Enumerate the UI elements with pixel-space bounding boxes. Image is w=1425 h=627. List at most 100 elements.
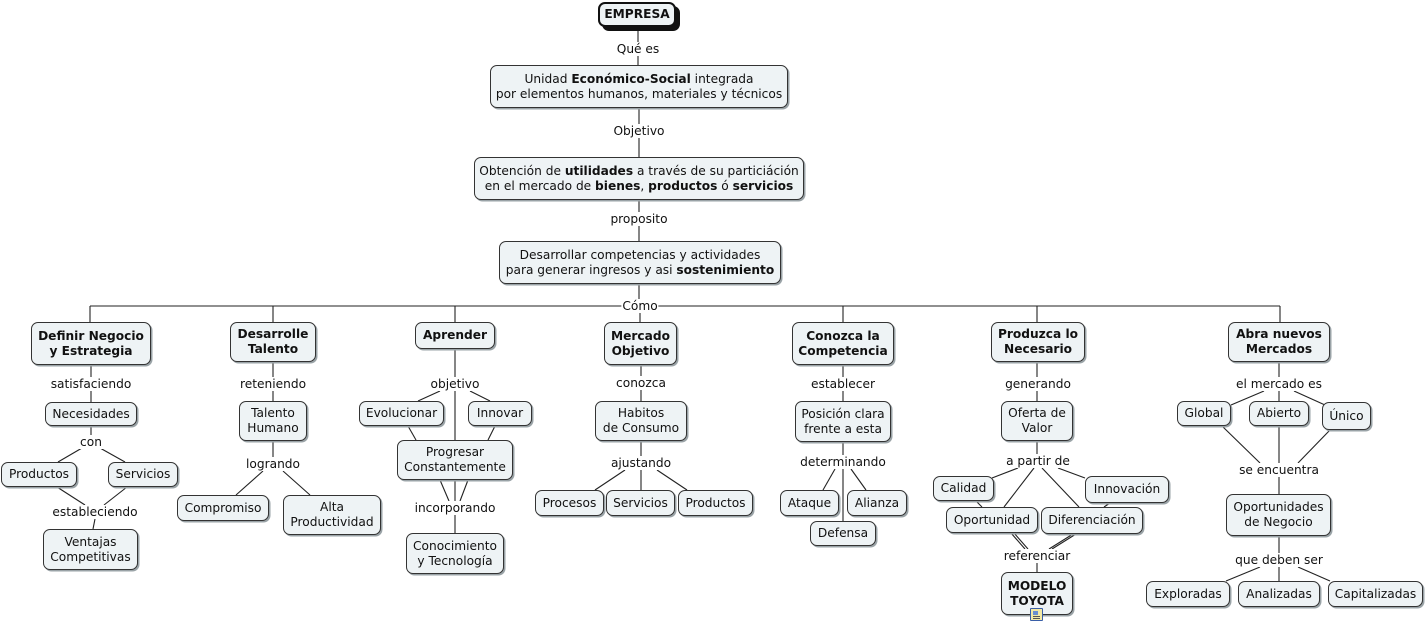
node-line: frente a esta [804, 421, 882, 436]
node-servicios[interactable]: Servicios [108, 462, 178, 487]
node-empresa[interactable]: EMPRESA [598, 2, 676, 27]
node-line: y Tecnología [417, 553, 493, 568]
node-line: Posición clara [801, 406, 885, 421]
node-exploradas[interactable]: Exploradas [1146, 581, 1230, 607]
node-line: Definir Negocio [38, 328, 144, 343]
node-line: Productividad [290, 515, 374, 529]
text: integrada [690, 71, 754, 86]
text-bold: servicios [732, 178, 794, 193]
link-objetivo: Objetivo [612, 124, 666, 138]
node-line: Desarrolle [237, 327, 309, 341]
node-line: Progresar [425, 445, 485, 459]
node-oportunidad[interactable]: Oportunidad [946, 507, 1038, 533]
node-label: Productos [8, 467, 70, 481]
link-a-partir-de: a partir de [1005, 454, 1071, 468]
node-label: Abierto [1256, 406, 1302, 420]
node-innovacion[interactable]: Innovación [1085, 476, 1169, 503]
node-modelo-toyota[interactable]: MODELO TOYOTA [1001, 572, 1073, 615]
text: en el mercado de [484, 178, 596, 193]
node-talento-humano[interactable]: Talento Humano [239, 401, 307, 441]
node-unico[interactable]: Único [1322, 402, 1371, 430]
node-objective[interactable]: Obtención de utilidades a través de su p… [474, 157, 804, 200]
node-innovar[interactable]: Innovar [468, 401, 532, 426]
node-mercado-objetivo[interactable]: Mercado Objetivo [604, 322, 677, 365]
node-necesidades[interactable]: Necesidades [45, 402, 137, 426]
node-oportunidades-negocio[interactable]: Oportunidades de Negocio [1226, 494, 1331, 536]
image-resource-icon[interactable] [1030, 608, 1043, 621]
link-ajustando: ajustando [609, 456, 673, 470]
connector-line [991, 467, 1019, 479]
connector-line [1297, 429, 1331, 464]
node-purpose[interactable]: Desarrollar competencias y actividades p… [499, 241, 781, 284]
connector-line [1297, 566, 1331, 582]
node-produzca-necesario[interactable]: Produzca lo Necesario [991, 322, 1085, 362]
node-servicios-mercado[interactable]: Servicios [606, 490, 675, 516]
link-incorporando: incorporando [413, 501, 497, 515]
node-ataque[interactable]: Ataque [780, 490, 839, 516]
connector-line [1225, 566, 1261, 582]
node-desarrolle-talento[interactable]: Desarrolle Talento [230, 322, 316, 362]
node-oferta-valor[interactable]: Oferta de Valor [1001, 401, 1073, 441]
node-line: Oportunidades [1233, 500, 1324, 514]
node-diferenciacion[interactable]: Diferenciación [1041, 507, 1143, 534]
connector-line [439, 479, 450, 502]
text-bold: sostenimiento [676, 262, 775, 277]
node-alianza[interactable]: Alianza [847, 490, 907, 516]
node-label: Productos [685, 495, 746, 510]
connector-line [822, 468, 836, 491]
node-progresar-constantemente[interactable]: Progresar Constantemente [397, 440, 513, 480]
node-line: TOYOTA [1010, 593, 1064, 608]
node-global[interactable]: Global [1177, 401, 1231, 426]
connector-line [487, 425, 496, 441]
node-conocimiento-tecnologia[interactable]: Conocimiento y Tecnología [406, 533, 504, 574]
link-conozca: conozca [615, 376, 667, 390]
node-line: Obtención de utilidades a través de su p… [479, 164, 799, 179]
node-line: y Estrategia [49, 343, 133, 358]
link-logrando: logrando [245, 457, 301, 471]
node-label: Innovación [1093, 482, 1161, 496]
link-proposito: proposito [609, 212, 669, 226]
node-compromiso[interactable]: Compromiso [177, 495, 269, 521]
node-ventajas-competitivas[interactable]: Ventajas Competitivas [43, 529, 138, 570]
node-defensa[interactable]: Defensa [810, 521, 876, 546]
node-label: Innovar [476, 406, 524, 420]
node-posicion-clara[interactable]: Posición clara frente a esta [795, 401, 891, 442]
connector-line [235, 470, 264, 496]
node-line: MODELO [1007, 578, 1067, 593]
link-que-es: Qué es [615, 42, 661, 56]
connector-line [469, 390, 491, 402]
node-label: Defensa [817, 526, 869, 540]
node-productos-mercado[interactable]: Productos [678, 490, 753, 516]
node-capitalizadas[interactable]: Capitalizadas [1328, 581, 1423, 607]
connector-line [459, 479, 469, 502]
link-el-mercado-es: el mercado es [1235, 377, 1323, 391]
node-line: de Negocio [1244, 515, 1313, 529]
text: ó [717, 178, 733, 193]
node-conozca-competencia[interactable]: Conozca la Competencia [792, 322, 894, 365]
connector-line [656, 469, 688, 491]
node-procesos[interactable]: Procesos [535, 490, 604, 516]
connector-line [417, 390, 441, 402]
node-abra-nuevos-mercados[interactable]: Abra nuevos Mercados [1228, 322, 1330, 362]
node-productos[interactable]: Productos [1, 462, 77, 487]
node-line: Habitos [617, 406, 665, 420]
node-definition[interactable]: Unidad Económico-Social integrada por el… [490, 65, 788, 108]
connector-line [1051, 533, 1077, 550]
node-label: Exploradas [1154, 586, 1222, 601]
node-calidad[interactable]: Calidad [933, 476, 994, 501]
node-evolucionar[interactable]: Evolucionar [359, 401, 444, 426]
node-analizadas[interactable]: Analizadas [1238, 581, 1320, 607]
connector-line [407, 425, 417, 441]
link-establecer: establecer [810, 377, 876, 391]
node-alta-productividad[interactable]: Alta Productividad [283, 495, 381, 535]
node-abierto[interactable]: Abierto [1249, 401, 1309, 426]
text-bold: utilidades [564, 163, 634, 178]
link-reteniendo: reteniendo [238, 377, 308, 391]
node-label: Calidad [940, 481, 987, 495]
node-habitos-consumo[interactable]: Habitos de Consumo [595, 401, 687, 441]
node-line: Desarrollar competencias y actividades [519, 247, 761, 262]
node-label: Servicios [115, 467, 171, 481]
link-con: con [79, 435, 103, 449]
node-definir-negocio[interactable]: Definir Negocio y Estrategia [31, 322, 151, 365]
node-aprender[interactable]: Aprender [415, 322, 495, 349]
